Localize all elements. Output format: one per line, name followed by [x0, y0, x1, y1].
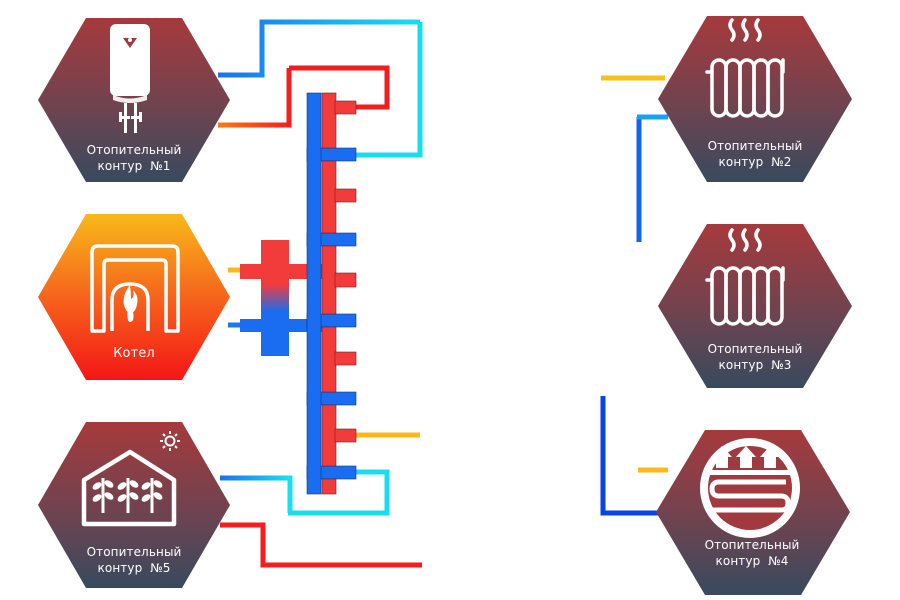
hydraulic-separator [240, 240, 322, 356]
manifold-supply-bar [321, 92, 337, 149]
pipe-circuit-4-return [356, 395, 665, 516]
circuit-3-label: Отопительный контур №3 [675, 341, 835, 373]
underfloor-heating-icon [700, 438, 800, 538]
manifold-supply-outlet [334, 351, 357, 366]
pipe-circuit-4-supply [356, 355, 668, 473]
sun-icon [160, 431, 180, 451]
radiator-icon [705, 228, 785, 326]
pipe-circuit-1-return [218, 19, 423, 158]
pipe-circuit-5-return [220, 469, 390, 516]
circuit-1-node[interactable] [38, 18, 230, 182]
circuit-4-label: Отопительный контур №4 [672, 537, 832, 569]
boiler-furnace-icon [90, 244, 180, 333]
circuit-5-label: Отопительный контур №5 [54, 544, 214, 576]
water-heater-icon [110, 24, 150, 133]
circuit-label-line1: Отопительный [707, 342, 803, 356]
circuit-3-node[interactable] [658, 224, 852, 388]
flame-icon [123, 285, 138, 322]
greenhouse-icon [81, 449, 177, 527]
circuit-label-line2: контур №1 [97, 159, 171, 173]
pipe-circuit-2-return [356, 114, 668, 243]
circuit-4-node[interactable] [656, 430, 850, 595]
pipe-circuit-5-supply [220, 432, 423, 568]
circuit-2-node[interactable] [658, 16, 852, 182]
manifold-supply-bar [321, 160, 337, 234]
radiator-icon [705, 18, 785, 118]
circuit-label-line2: контур №3 [718, 358, 792, 372]
manifold-supply-bar [321, 326, 337, 393]
circuit-5-node[interactable] [38, 422, 230, 588]
manifold-return-bar [306, 92, 322, 495]
boiler-node[interactable] [38, 214, 230, 380]
circuit-label-line1: Отопительный [86, 545, 182, 559]
boiler-label: Котел [113, 346, 155, 361]
distribution-manifold [306, 92, 357, 495]
circuit-label-line2: контур №5 [97, 561, 171, 575]
circuit-label-line2: контур №2 [718, 155, 792, 169]
manifold-supply-outlet [334, 428, 357, 443]
circuit-1-label: Отопительный контур №1 [54, 142, 214, 174]
manifold-supply-bar [321, 404, 337, 467]
manifold-supply-bar [321, 245, 337, 315]
pipe-circuit-1-supply [218, 65, 390, 128]
circuit-label-line1: Отопительный [704, 538, 800, 552]
manifold-supply-outlet [334, 100, 357, 115]
circuit-label-line1: Отопительный [86, 143, 182, 157]
circuit-label-line1: Отопительный [707, 139, 803, 153]
manifold-supply-outlet [334, 188, 357, 203]
manifold-supply-outlet [334, 272, 357, 288]
circuit-label-line2: контур №4 [715, 554, 789, 568]
manifold-supply-bar [321, 478, 337, 495]
pipe-circuit-2-supply [356, 75, 665, 198]
circuit-2-label: Отопительный контур №2 [675, 138, 835, 170]
